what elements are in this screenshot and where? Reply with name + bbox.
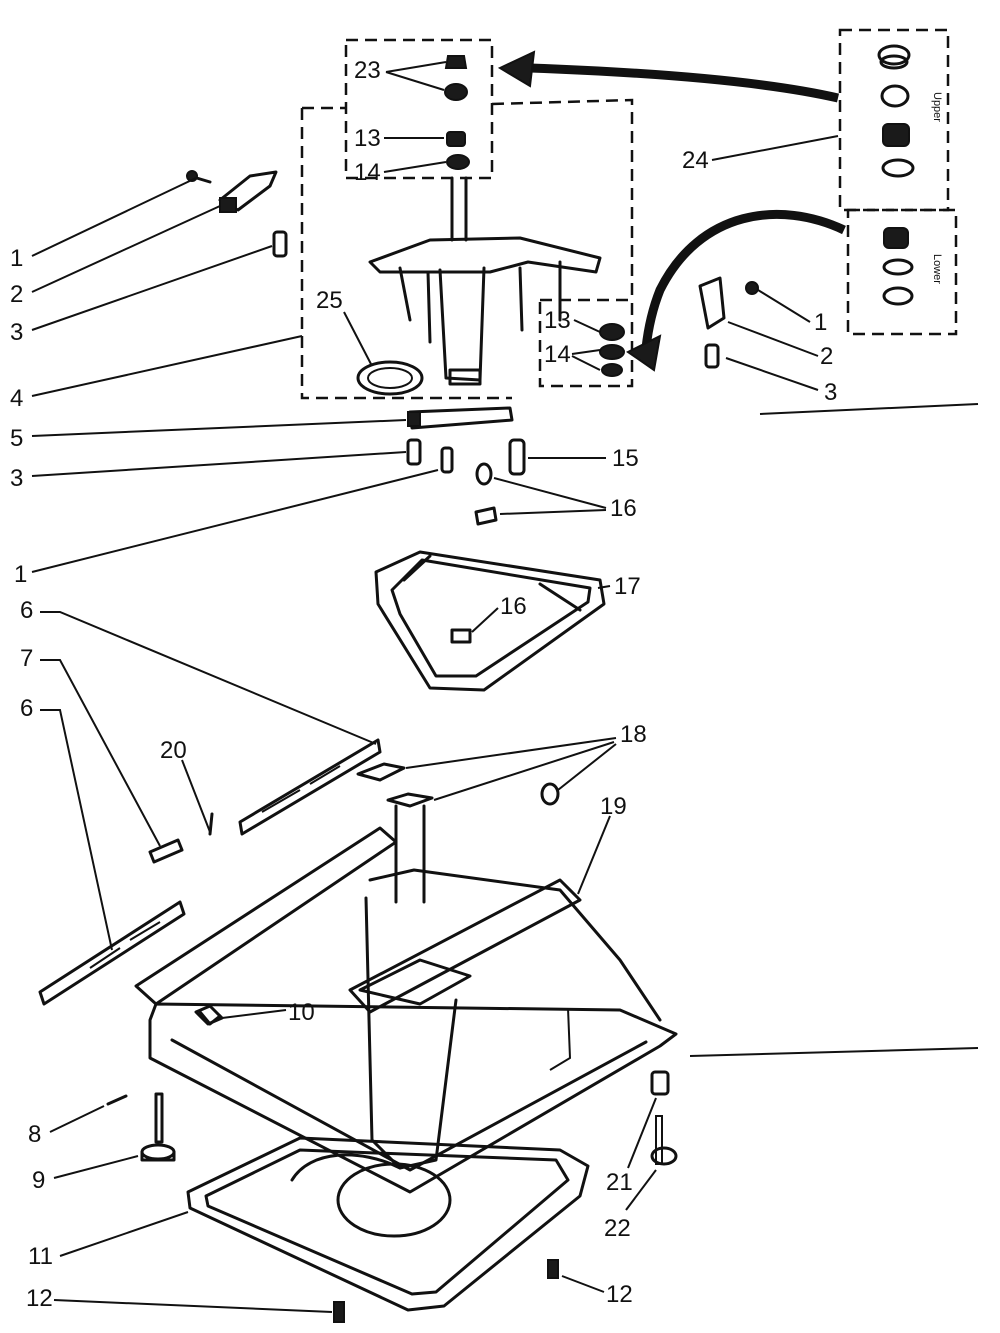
callout-label: 10 [288, 999, 315, 1026]
top-bearings [444, 55, 470, 170]
base-pan [186, 1136, 590, 1312]
left-rails [38, 738, 382, 1006]
callout-label: 8 [28, 1121, 41, 1148]
callout-label: 12 [606, 1281, 633, 1308]
kit-lower-label: Lower [931, 254, 943, 284]
pump-bracket [356, 762, 560, 904]
callout-label: 13 [354, 125, 381, 152]
reference-line-lower [689, 1047, 979, 1057]
callout-label: 14 [354, 159, 381, 186]
arrow-lower-kit [641, 210, 846, 349]
mid-parts [406, 406, 526, 526]
callout-label: 3 [10, 465, 23, 492]
dashed-box-gearcase [300, 98, 634, 400]
callout-label: 1 [814, 309, 827, 336]
callout-label: 23 [354, 57, 381, 84]
callout-label: 20 [160, 737, 187, 764]
callout-label: 18 [620, 721, 647, 748]
base-frame [134, 826, 678, 1194]
callout-label: 2 [820, 343, 833, 370]
callout-label: 22 [604, 1215, 631, 1242]
callout-label: 24 [682, 147, 709, 174]
callout-label: 14 [544, 341, 571, 368]
callout-label: 19 [600, 793, 627, 820]
callout-label: 15 [612, 445, 639, 472]
reference-line-upper [759, 403, 979, 415]
side-bearings [599, 323, 625, 377]
dashed-box-side-bearings [538, 298, 634, 388]
kit-upper-parts [877, 44, 915, 178]
callout-label: 2 [10, 281, 23, 308]
callout-label: 12 [26, 1285, 53, 1312]
callout-label: 6 [20, 695, 33, 722]
callout-label: 9 [32, 1167, 45, 1194]
kit-upper-label: Upper [931, 92, 943, 122]
arrow-upper-kit [529, 63, 840, 103]
callout-label: 5 [10, 425, 23, 452]
callout-label: 1 [14, 561, 27, 588]
callout-label: 1 [10, 245, 23, 272]
center-shaft [450, 176, 468, 242]
callout-label: 17 [614, 573, 641, 600]
callout-label: 11 [28, 1243, 53, 1270]
callout-label: 16 [610, 495, 637, 522]
callout-labels: 1 2 3 4 5 3 1 6 7 6 8 9 11 12 10 20 12 2… [10, 57, 837, 1312]
callout-label: 7 [20, 645, 33, 672]
callout-label: 25 [316, 287, 343, 314]
suspension-frame [374, 550, 606, 692]
callout-label: 21 [606, 1169, 633, 1196]
callout-label: 3 [10, 319, 23, 346]
right-bracket [698, 276, 759, 369]
callout-label: 6 [20, 597, 33, 624]
kit-lower-parts [882, 227, 914, 306]
dashed-box-kit-lower [846, 208, 958, 336]
callout-label: 13 [544, 307, 571, 334]
callout-label: 4 [10, 385, 23, 412]
gearcase [356, 236, 602, 396]
leader-lines [31, 61, 839, 1313]
callout-label: 3 [824, 379, 837, 406]
callout-label: 16 [500, 593, 527, 620]
